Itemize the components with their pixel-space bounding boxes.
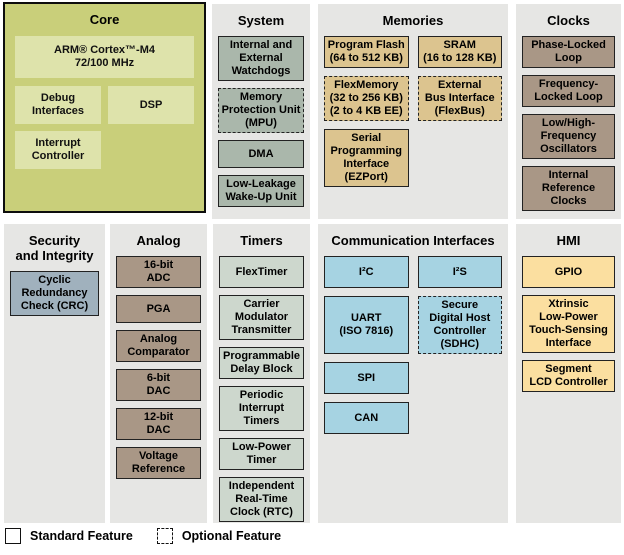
- block-internal-external-watchdogs: Internal and External Watchdogs: [218, 36, 304, 81]
- clocks-block-list: Phase-Locked Loop Frequency- Locked Loop…: [522, 36, 615, 211]
- block-carrier-modulator-transmitter: Carrier Modulator Transmitter: [219, 295, 304, 340]
- block-low-power-timer: Low-Power Timer: [219, 438, 304, 470]
- block-sdhc: Secure Digital Host Controller (SDHC): [417, 296, 502, 354]
- hmi-block-list: GPIO Xtrinsic Low-Power Touch-Sensing In…: [522, 256, 615, 392]
- block-6bit-dac: 6-bit DAC: [116, 369, 201, 401]
- block-cyclic-redundancy-check: Cyclic Redundancy Check (CRC): [10, 271, 99, 316]
- block-debug-interfaces: Debug Interfaces: [15, 86, 101, 124]
- block-programmable-delay-block: Programmable Delay Block: [219, 347, 304, 379]
- block-analog-comparator: Analog Comparator: [116, 330, 201, 362]
- section-timers: Timers FlexTimer Carrier Modulator Trans…: [213, 224, 310, 523]
- block-12bit-dac: 12-bit DAC: [116, 408, 201, 440]
- block-dma: DMA: [218, 140, 304, 168]
- block-flextimer: FlexTimer: [219, 256, 304, 288]
- memories-block-grid: Program Flash (64 to 512 KB) SRAM (16 to…: [324, 36, 502, 187]
- block-interrupt-controller: Interrupt Controller: [15, 131, 101, 169]
- block-internal-reference-clocks: Internal Reference Clocks: [522, 166, 615, 211]
- section-title-communication: Communication Interfaces: [331, 233, 495, 248]
- section-title-analog: Analog: [136, 233, 181, 248]
- section-analog: Analog 16-bit ADC PGA Analog Comparator …: [110, 224, 207, 523]
- section-security-and-integrity: Security and Integrity Cyclic Redundancy…: [4, 224, 105, 523]
- block-spi: SPI: [324, 362, 409, 394]
- optional-feature-label: Optional Feature: [181, 529, 282, 543]
- block-i2c: I²C: [324, 256, 409, 288]
- block-can: CAN: [324, 402, 409, 434]
- section-title-system: System: [237, 13, 285, 28]
- timers-block-list: FlexTimer Carrier Modulator Transmitter …: [219, 256, 304, 522]
- block-external-bus-interface: External Bus Interface (FlexBus): [417, 76, 502, 121]
- block-oscillators: Low/High- Frequency Oscillators: [522, 114, 615, 159]
- block-independent-rtc: Independent Real-Time Clock (RTC): [219, 477, 304, 522]
- block-voltage-reference: Voltage Reference: [116, 447, 201, 479]
- block-program-flash: Program Flash (64 to 512 KB): [324, 36, 409, 68]
- block-i2s: I²S: [417, 256, 502, 288]
- block-memory-protection-unit: Memory Protection Unit (MPU): [218, 88, 304, 133]
- optional-feature-swatch: [156, 528, 173, 544]
- block-16bit-adc: 16-bit ADC: [116, 256, 201, 288]
- section-title-hmi: HMI: [556, 233, 581, 248]
- core-block-grid: Debug Interfaces DSP Interrupt Controlle…: [15, 86, 194, 169]
- block-sram: SRAM (16 to 128 KB): [417, 36, 502, 68]
- block-flexmemory: FlexMemory (32 to 256 KB) (2 to 4 KB EE): [324, 76, 409, 121]
- section-title-timers: Timers: [240, 233, 283, 248]
- block-pga: PGA: [116, 295, 201, 323]
- standard-feature-label: Standard Feature: [30, 529, 133, 543]
- legend: Standard Feature Optional Feature: [5, 528, 281, 544]
- block-arm-cortex-m4: ARM® Cortex™-M4 72/100 MHz: [15, 36, 194, 78]
- section-communication-interfaces: Communication Interfaces I²C I²S UART (I…: [318, 224, 508, 523]
- system-block-list: Internal and External Watchdogs Memory P…: [218, 36, 304, 207]
- section-title-clocks: Clocks: [547, 13, 590, 28]
- section-memories: Memories Program Flash (64 to 512 KB) SR…: [318, 4, 508, 219]
- block-periodic-interrupt-timers: Periodic Interrupt Timers: [219, 386, 304, 431]
- section-core: Core ARM® Cortex™-M4 72/100 MHz Debug In…: [3, 2, 206, 213]
- communication-block-grid: I²C I²S UART (ISO 7816) Secure Digital H…: [324, 256, 502, 434]
- block-touch-sensing-interface: Xtrinsic Low-Power Touch-Sensing Interfa…: [522, 295, 615, 353]
- block-segment-lcd-controller: Segment LCD Controller: [522, 360, 615, 392]
- section-hmi: HMI GPIO Xtrinsic Low-Power Touch-Sensin…: [516, 224, 621, 523]
- section-title-security: Security and Integrity: [15, 233, 94, 263]
- section-clocks: Clocks Phase-Locked Loop Frequency- Lock…: [516, 4, 621, 219]
- block-uart: UART (ISO 7816): [324, 296, 409, 354]
- security-block-list: Cyclic Redundancy Check (CRC): [10, 271, 99, 316]
- standard-feature-swatch: [5, 528, 21, 544]
- block-dsp: DSP: [108, 86, 194, 124]
- block-frequency-locked-loop: Frequency- Locked Loop: [522, 75, 615, 107]
- block-phase-locked-loop: Phase-Locked Loop: [522, 36, 615, 68]
- analog-block-list: 16-bit ADC PGA Analog Comparator 6-bit D…: [116, 256, 201, 479]
- section-title-memories: Memories: [382, 13, 444, 28]
- block-low-leakage-wakeup-unit: Low-Leakage Wake-Up Unit: [218, 175, 304, 207]
- block-gpio: GPIO: [522, 256, 615, 288]
- section-title-core: Core: [89, 12, 120, 27]
- block-serial-programming-interface: Serial Programming Interface (EZPort): [324, 129, 409, 187]
- section-system: System Internal and External Watchdogs M…: [212, 4, 310, 219]
